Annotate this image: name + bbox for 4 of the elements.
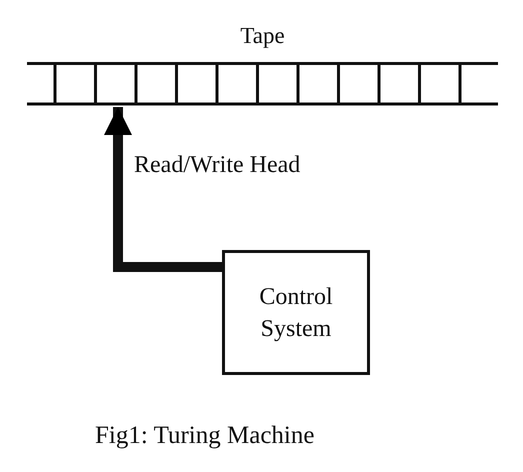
tape-label: Tape <box>239 22 286 50</box>
arrow <box>104 107 222 272</box>
caption: Fig1: Turing Machine <box>95 422 314 449</box>
process-box: Control System <box>222 250 370 375</box>
